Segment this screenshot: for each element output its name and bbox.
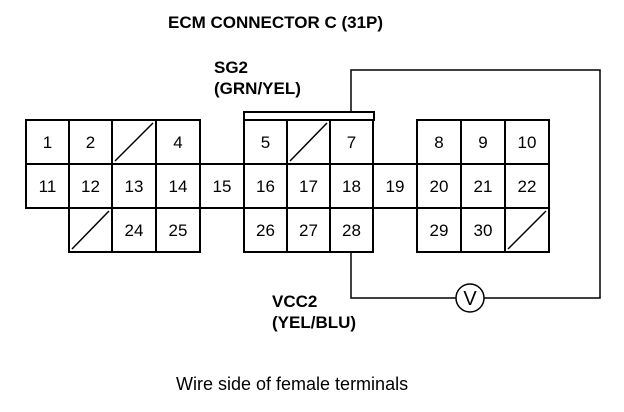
vcc2-wire-color: (YEL/BLU) <box>272 313 356 332</box>
terminal-28: 28 <box>342 221 361 240</box>
terminal-cell <box>243 163 288 209</box>
terminal-8: 8 <box>434 133 443 152</box>
terminal-cell <box>286 163 331 209</box>
voltmeter-symbol: V <box>463 288 477 310</box>
terminal-15: 15 <box>213 177 232 196</box>
terminal-30: 30 <box>474 221 493 240</box>
terminal-29: 29 <box>430 221 449 240</box>
sg2-label: SG2 <box>214 58 248 77</box>
terminal-4: 4 <box>173 133 182 152</box>
terminal-7: 7 <box>347 133 356 152</box>
unused-terminal-slash <box>71 210 110 250</box>
terminal-cell <box>416 207 462 253</box>
unused-terminal-slash <box>289 122 328 162</box>
terminal-21: 21 <box>474 177 493 196</box>
terminal-16: 16 <box>256 177 275 196</box>
terminal-2: 2 <box>86 133 95 152</box>
unused-terminal-slash <box>114 122 154 162</box>
sg2-wire-color: (GRN/YEL) <box>214 79 301 98</box>
voltmeter-icon <box>455 283 485 313</box>
terminal-cell <box>243 119 288 165</box>
terminal-9: 9 <box>478 133 487 152</box>
terminal-cell <box>25 119 70 165</box>
unused-terminal-slash <box>507 210 547 250</box>
terminal-18: 18 <box>342 177 361 196</box>
terminal-14: 14 <box>169 177 188 196</box>
terminal-19: 19 <box>386 177 405 196</box>
terminal-10: 10 <box>518 133 537 152</box>
terminal-cell <box>504 119 550 165</box>
sg2-probe-wire <box>350 69 601 299</box>
terminal-cell <box>416 163 462 209</box>
terminal-25: 25 <box>169 221 188 240</box>
terminal-12: 12 <box>81 177 100 196</box>
terminal-cell <box>460 163 506 209</box>
terminal-cell <box>243 207 288 253</box>
terminal-24: 24 <box>125 221 144 240</box>
terminal-13: 13 <box>125 177 144 196</box>
terminal-cell <box>416 119 462 165</box>
vcc2-label: VCC2 <box>272 292 317 311</box>
terminal-27: 27 <box>299 221 318 240</box>
terminal-26: 26 <box>256 221 275 240</box>
terminal-cell <box>68 163 113 209</box>
terminal-5: 5 <box>261 133 270 152</box>
connector-lock-tab <box>243 111 375 121</box>
terminal-22: 22 <box>518 177 537 196</box>
terminal-cell <box>155 119 201 165</box>
terminal-1: 1 <box>43 133 52 152</box>
terminal-11: 11 <box>39 177 57 196</box>
terminal-cell <box>155 207 201 253</box>
vcc2-probe-wire <box>350 252 456 299</box>
terminal-cell <box>329 207 374 253</box>
diagram-title: ECM CONNECTOR C (31P) <box>168 13 383 32</box>
diagram-caption: Wire side of female terminals <box>176 374 408 394</box>
terminal-cell <box>329 163 374 209</box>
terminal-cell <box>155 163 201 209</box>
terminal-cell <box>460 207 506 253</box>
terminal-17: 17 <box>299 177 318 196</box>
terminal-20: 20 <box>430 177 449 196</box>
